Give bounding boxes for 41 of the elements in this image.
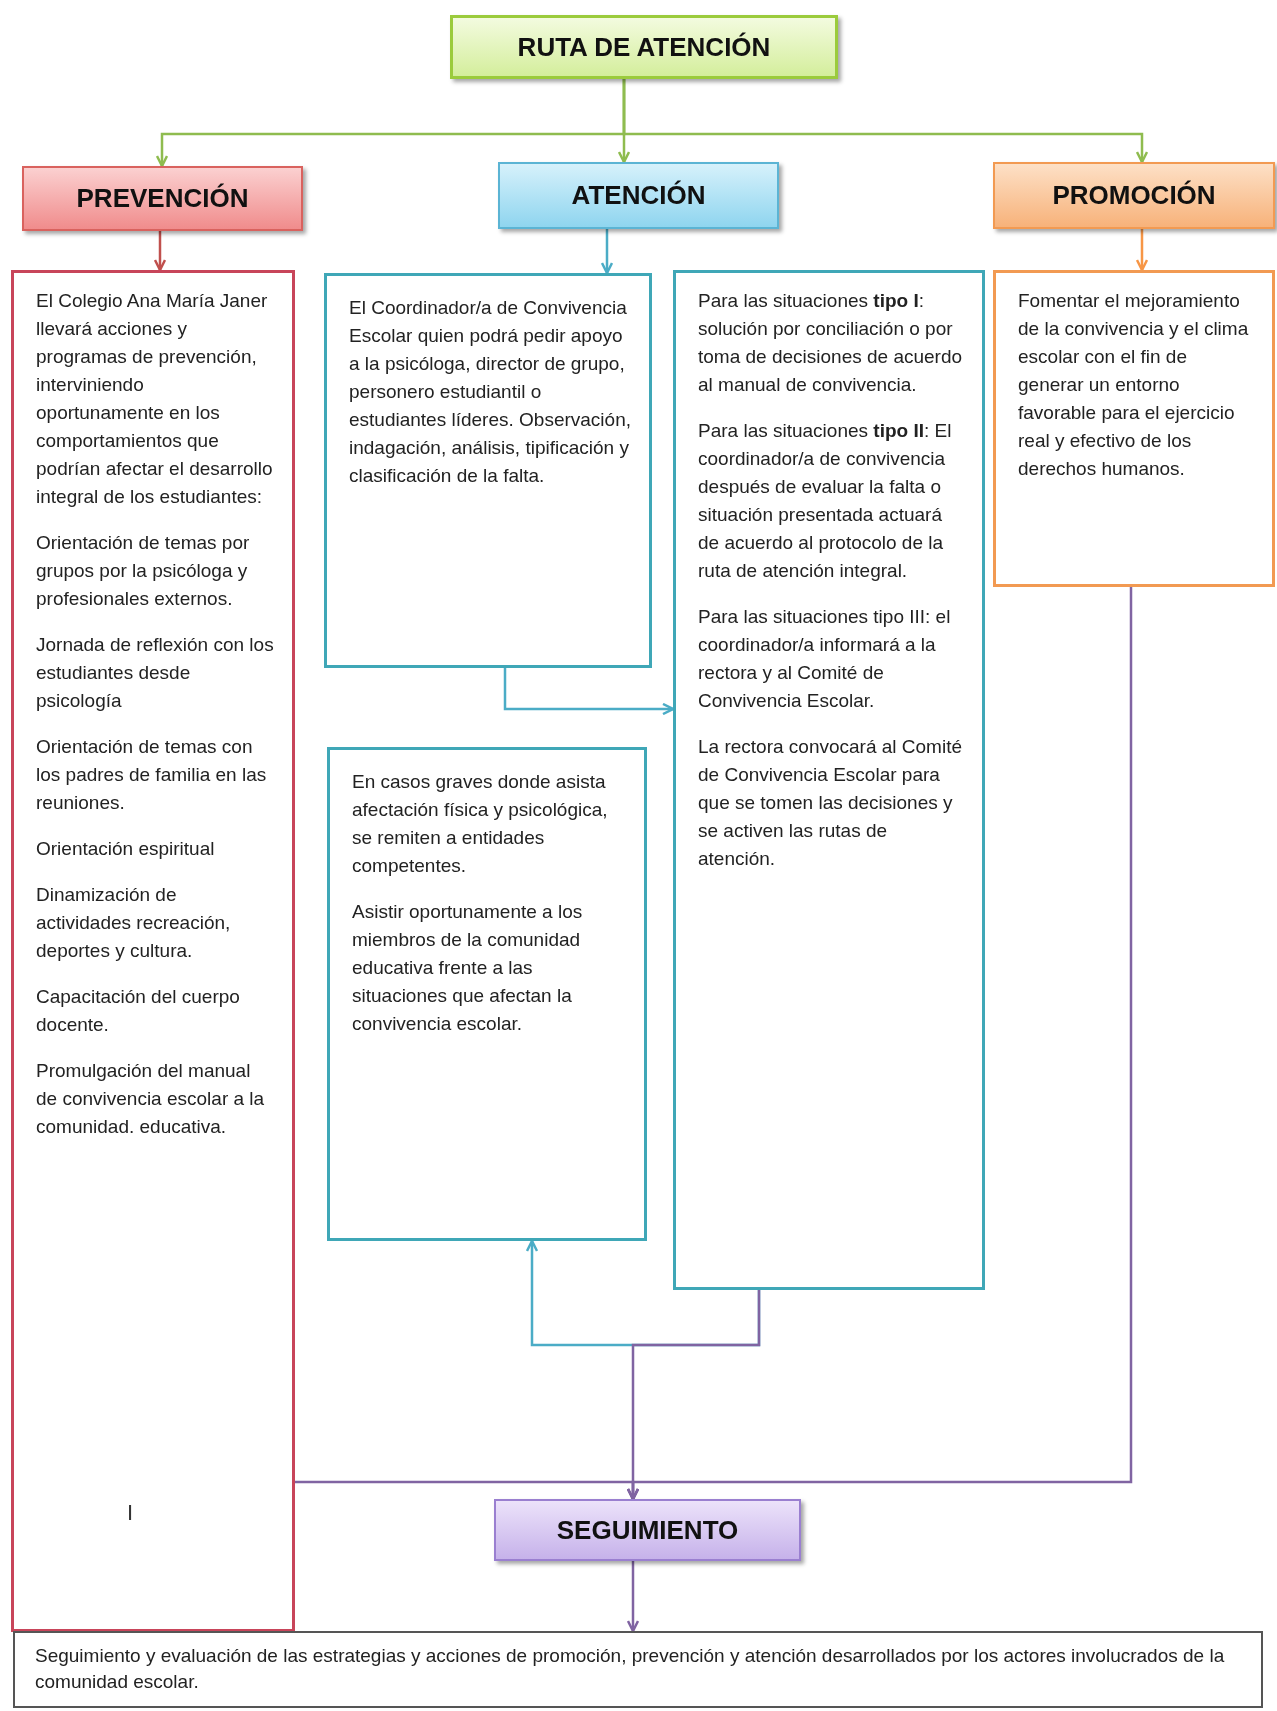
- text-box: [13, 1631, 1263, 1708]
- paragraph: Orientación espiritual: [36, 837, 216, 861]
- category-box: [498, 162, 779, 229]
- paragraph: Promulgación del manual de convivencia escolar a la comunidad. educativa.: [36, 1059, 266, 1139]
- paragraph: Para las situaciones tipo I: solución por conciliación o por toma de decisiones de acuerdo al manual de convivencia.: [698, 289, 964, 397]
- stray-mark: I: [127, 1500, 134, 1526]
- paragraph: La rectora convocará al Comité de Convivencia Escolar para que se tomen las decisiones y se activen las rutas de atención.: [698, 735, 963, 871]
- paragraph: Para las situaciones tipo II: El coordinador/a de convivencia después de evaluar la falta o situación presentada actuará de acuerdo al protocolo de la ruta de atención integral.: [698, 419, 953, 583]
- paragraph: Seguimiento y evaluación de las estrategias y acciones de promoción, prevención y atención desarrollados por los actores involucrados de la comunidad escolar.: [35, 1644, 1226, 1694]
- text-box: [993, 270, 1275, 587]
- arrow: [626, 587, 1133, 1501]
- arrow: [503, 668, 675, 716]
- paragraph: Dinamización de actividades recreación, deportes y cultura.: [36, 883, 232, 963]
- heading: PROMOCIÓN: [1052, 180, 1216, 211]
- arrow: [622, 79, 1149, 164]
- heading: PREVENCIÓN: [76, 183, 249, 214]
- text-box: [327, 747, 647, 1241]
- paragraph: El Colegio Ana María Janer llevará acciones y programas de prevención, interviniendo oportunamente en los comportamientos que podrían afectar el desarrollo integral de los estudiantes:: [36, 289, 274, 509]
- paragraph: Para las situaciones tipo III: el coordinador/a informará a la rectora y al Comité de Convivencia Escolar.: [698, 605, 952, 713]
- heading: ATENCIÓN: [571, 180, 706, 211]
- paragraph: Orientación de temas por grupos por la psicóloga y profesionales externos.: [36, 531, 251, 611]
- paragraph: Orientación de temas con los padres de familia en las reuniones.: [36, 735, 268, 815]
- title-box: [450, 15, 838, 79]
- paragraph: Fomentar el mejoramiento de la convivencia y el clima escolar con el fin de generar un entorno favorable para el ejercicio real y efectivo de los derechos humanos.: [1018, 289, 1250, 481]
- paragraph: En casos graves donde asista afectación física y psicológica, se remiten a entidades competentes.: [352, 770, 609, 878]
- paragraph: Capacitación del cuerpo docente.: [36, 985, 241, 1037]
- text-box: [11, 270, 295, 1632]
- paragraph: El Coordinador/a de Convivencia Escolar quien podrá pedir apoyo a la psicóloga, director de grupo, personero estudiantil o estudiantes líderes. Observación, indagación, análisis, tipificación y clasificación de la falta.: [349, 296, 632, 488]
- arrow: [600, 229, 614, 275]
- paragraph: Jornada de reflexión con los estudiantes desde psicología: [36, 633, 275, 713]
- arrow: [1135, 229, 1149, 272]
- category-box: [22, 166, 303, 231]
- heading: SEGUIMIENTO: [556, 1514, 739, 1546]
- text-box: [324, 273, 652, 668]
- paragraph: Asistir oportunamente a los miembros de la comunidad educativa frente a las situaciones que afectan la convivencia escolar.: [352, 900, 584, 1036]
- process-box: [494, 1499, 801, 1561]
- arrow: [153, 231, 167, 272]
- heading: RUTA DE ATENCIÓN: [517, 31, 771, 63]
- category-box: [993, 162, 1275, 229]
- text-box: [673, 270, 985, 1290]
- arrow: [626, 1561, 640, 1633]
